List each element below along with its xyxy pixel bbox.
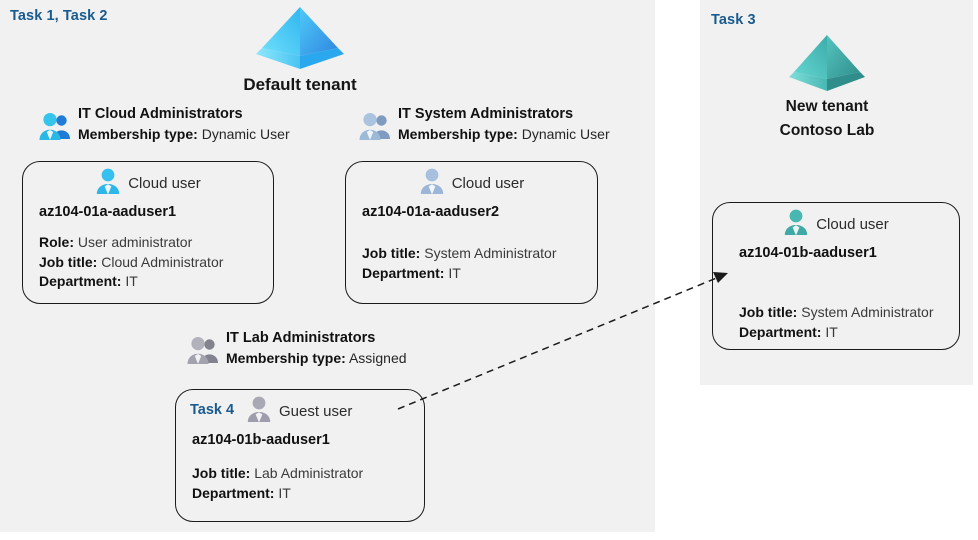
attribute-label: Department: [362, 264, 445, 281]
attribute-value: IT [448, 264, 461, 281]
group-membership-label: Membership type: [226, 350, 346, 366]
attribute-label: Department: [739, 323, 822, 340]
attribute-row: Job title: Cloud Administrator [39, 253, 273, 273]
group-it-cloud-administrators: IT Cloud Administrators Membership type:… [38, 104, 290, 146]
group-membership: Membership type: Assigned [226, 348, 407, 368]
user-attributes: Role: User administrator Job title: Clou… [39, 233, 273, 292]
user-name: az104-01a-aaduser2 [362, 204, 500, 220]
group-it-system-administrators: IT System Administrators Membership type… [358, 104, 610, 146]
group-users-icon [38, 111, 72, 146]
user-attributes: Job title: System Administrator Departme… [739, 303, 959, 342]
attribute-label: Job title: [739, 304, 798, 320]
card-header: Cloud user [346, 166, 597, 200]
new-tenant: New tenant Contoso Lab [736, 32, 918, 142]
group-membership-label: Membership type: [78, 126, 198, 142]
task-label-card: Task 4 [190, 402, 235, 418]
task-label-left: Task 1, Task 2 [10, 8, 108, 24]
attribute-label: Job title: [362, 245, 421, 261]
user-card-az104-01b-aaduser1-guest[interactable]: Task 4 Guest user az104-01b-aaduser1 Job… [175, 389, 425, 522]
card-header: Task 4 Guest user [176, 394, 424, 428]
user-card-az104-01b-aaduser1-cloud[interactable]: Cloud user az104-01b-aaduser1 Job title:… [712, 202, 960, 350]
attribute-value: System Administrator [801, 304, 934, 320]
attribute-label: Job title: [39, 253, 98, 270]
user-name: az104-01b-aaduser1 [192, 432, 330, 448]
attribute-value: Cloud Administrator [101, 253, 224, 270]
group-membership: Membership type: Dynamic User [78, 124, 290, 144]
attribute-row: Department: IT [362, 264, 597, 284]
user-name: az104-01a-aaduser1 [39, 204, 177, 220]
attribute-row: Department: IT [739, 323, 959, 343]
new-tenant-line1: New tenant [785, 98, 869, 115]
attribute-row: Department: IT [39, 272, 273, 292]
attribute-label: Role: [39, 234, 74, 250]
user-avatar-icon [783, 208, 809, 241]
attribute-value: Lab Administrator [254, 465, 364, 481]
user-card-az104-01a-aaduser2[interactable]: Cloud user az104-01a-aaduser2 Job title:… [345, 161, 598, 304]
user-avatar-icon [95, 167, 121, 200]
group-membership-value: Dynamic User [521, 126, 610, 142]
default-tenant: Default tenant [200, 4, 400, 96]
attribute-value: IT [125, 273, 138, 289]
attribute-row: Job title: System Administrator [362, 244, 597, 264]
attribute-row: Department: IT [192, 484, 424, 504]
group-name: IT Cloud Administrators [78, 106, 243, 122]
default-tenant-name: Default tenant [243, 75, 357, 94]
attribute-label: Department: [192, 484, 275, 501]
default-tenant-panel [0, 0, 655, 532]
group-membership-value: Dynamic User [201, 126, 290, 142]
group-users-icon [186, 335, 220, 370]
user-card-az104-01a-aaduser1[interactable]: Cloud user az104-01a-aaduser1 Role: User… [22, 161, 274, 304]
attribute-row: Job title: Lab Administrator [192, 464, 424, 484]
attribute-value: User administrator [77, 234, 193, 250]
user-attributes: Job title: System Administrator Departme… [362, 244, 597, 283]
group-name: IT Lab Administrators [226, 330, 376, 346]
attribute-row: Role: User administrator [39, 233, 273, 253]
card-header: Cloud user [713, 207, 959, 241]
user-name: az104-01b-aaduser1 [739, 245, 877, 261]
group-it-lab-administrators: IT Lab Administrators Membership type: A… [186, 328, 407, 370]
azure-ad-tenant-icon [254, 4, 346, 72]
user-avatar-icon [246, 395, 272, 428]
attribute-value: IT [825, 323, 838, 340]
user-attributes: Job title: Lab Administrator Department:… [192, 464, 424, 503]
attribute-label: Department: [39, 273, 122, 289]
group-users-icon [358, 111, 392, 146]
attribute-value: System Administrator [424, 245, 557, 261]
card-header: Cloud user [23, 166, 273, 200]
user-type-label: Cloud user [128, 174, 201, 192]
task-label-right: Task 3 [711, 12, 756, 28]
azure-ad-tenant-icon [788, 32, 866, 94]
group-membership-label: Membership type: [398, 126, 518, 142]
user-avatar-icon [419, 167, 445, 200]
user-type-label: Cloud user [816, 215, 889, 233]
attribute-label: Job title: [192, 465, 251, 481]
new-tenant-line2: Contoso Lab [779, 122, 875, 139]
attribute-value: IT [278, 484, 291, 501]
attribute-row: Job title: System Administrator [739, 303, 959, 323]
user-type-label: Cloud user [451, 174, 525, 192]
group-membership: Membership type: Dynamic User [398, 124, 610, 144]
user-type-label: Guest user [279, 402, 353, 420]
group-membership-value: Assigned [348, 350, 407, 366]
group-name: IT System Administrators [398, 106, 574, 122]
